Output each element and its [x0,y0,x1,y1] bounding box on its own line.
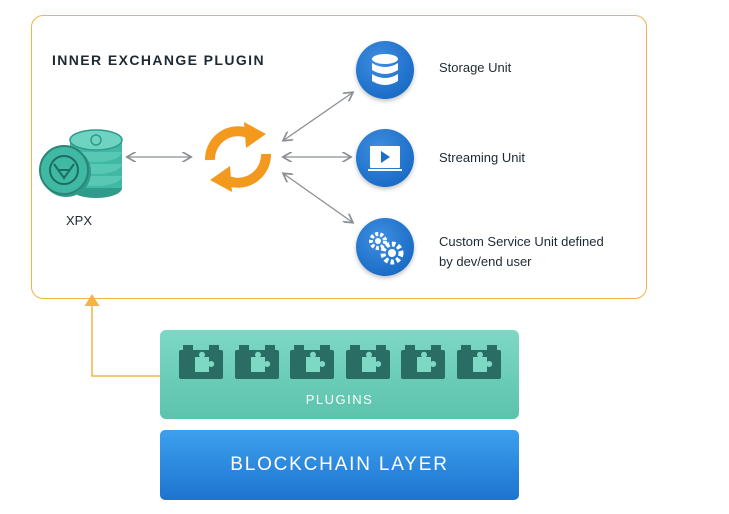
puzzle-plugin-icon [456,345,501,379]
puzzle-plugin-icon [345,345,390,379]
puzzle-plugin-icon [290,345,334,379]
puzzle-plugin-icon [401,345,445,379]
exchange-storage-connector [284,93,352,140]
storage-unit-node [356,41,414,99]
database-icon [372,54,398,85]
blockchain-layer-label: BLOCKCHAIN LAYER [230,454,449,475]
blockchain-layer: BLOCKCHAIN LAYER [160,430,519,500]
custom-service-unit-label: Custom Service Unit defined by dev/end u… [439,234,604,269]
puzzle-plugin-icon [179,345,223,379]
xpx-label: XPX [66,213,93,228]
plugins-label: PLUGINS [305,392,374,407]
streaming-unit-label: Streaming Unit [439,150,525,165]
play-screen-icon [368,146,402,171]
plugins-to-exchange-connector [84,294,160,377]
diagram-title: INNER EXCHANGE PLUGIN [52,52,265,68]
storage-unit-label: Storage Unit [439,60,512,75]
streaming-unit-node [356,129,414,187]
inner-exchange-plugin-frame [31,15,647,299]
gears-icon [369,232,404,265]
exchange-custom-connector [284,174,352,222]
custom-service-unit-node [356,218,414,276]
puzzle-plugin-icon [234,345,279,379]
